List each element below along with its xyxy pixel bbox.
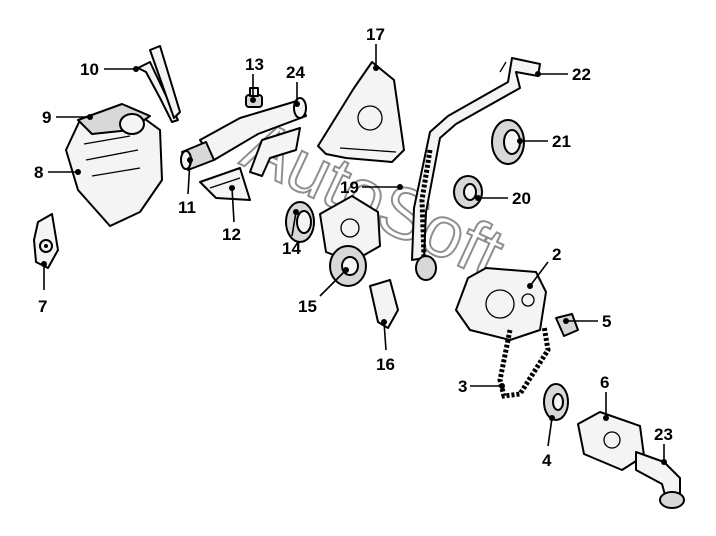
callout-9: 9: [42, 108, 51, 127]
callout-3: 3: [458, 377, 467, 396]
part-14-pulley: [285, 201, 315, 243]
callout-5: 5: [602, 312, 611, 331]
part-12-bracket: [199, 167, 251, 201]
part-20-bush: [453, 175, 483, 209]
callout-4: 4: [542, 451, 552, 470]
callout-16: 16: [376, 355, 395, 374]
idler-wheel: [415, 255, 437, 281]
part-4-sprocket: [543, 383, 569, 421]
callout-11: 11: [178, 198, 196, 217]
part-23-pickup-pipe: [635, 451, 685, 509]
part-5-clip: [555, 313, 579, 337]
part-6-oil-pump: [577, 411, 645, 471]
part-3-chain: [497, 325, 551, 399]
part-21-gear: [491, 119, 525, 165]
leader-lines: [41, 44, 667, 465]
part-17-timing-cover: [317, 61, 405, 163]
callout-labels: 10 13 24 17 22 9 21 8 19 20 11 12 14 7 1…: [34, 25, 673, 470]
callout-21: 21: [552, 132, 571, 151]
upper-timing-chain: [419, 149, 433, 259]
callout-15: 15: [298, 297, 317, 316]
part-7-bracket: [33, 213, 59, 269]
part-22-19-dipstick-tube: [411, 57, 541, 261]
callout-23: 23: [654, 425, 673, 444]
part-16-guide: [369, 279, 399, 329]
callout-19: 19: [340, 178, 359, 197]
callout-22: 22: [572, 65, 591, 84]
callout-8: 8: [34, 163, 43, 182]
part-10-bracket: [137, 45, 181, 123]
callout-12: 12: [222, 225, 241, 244]
part-2-oil-pump-housing: [455, 267, 547, 341]
callout-13: 13: [245, 55, 264, 74]
callout-20: 20: [512, 189, 531, 208]
callout-10: 10: [80, 60, 99, 79]
callout-24: 24: [286, 63, 305, 82]
callout-2: 2: [552, 245, 561, 264]
callout-14: 14: [282, 239, 301, 258]
callout-17: 17: [366, 25, 385, 44]
callout-6: 6: [600, 373, 609, 392]
engine-side-cover: [319, 195, 381, 263]
callout-7: 7: [38, 297, 47, 316]
part-8-9-airbox: [65, 103, 163, 227]
